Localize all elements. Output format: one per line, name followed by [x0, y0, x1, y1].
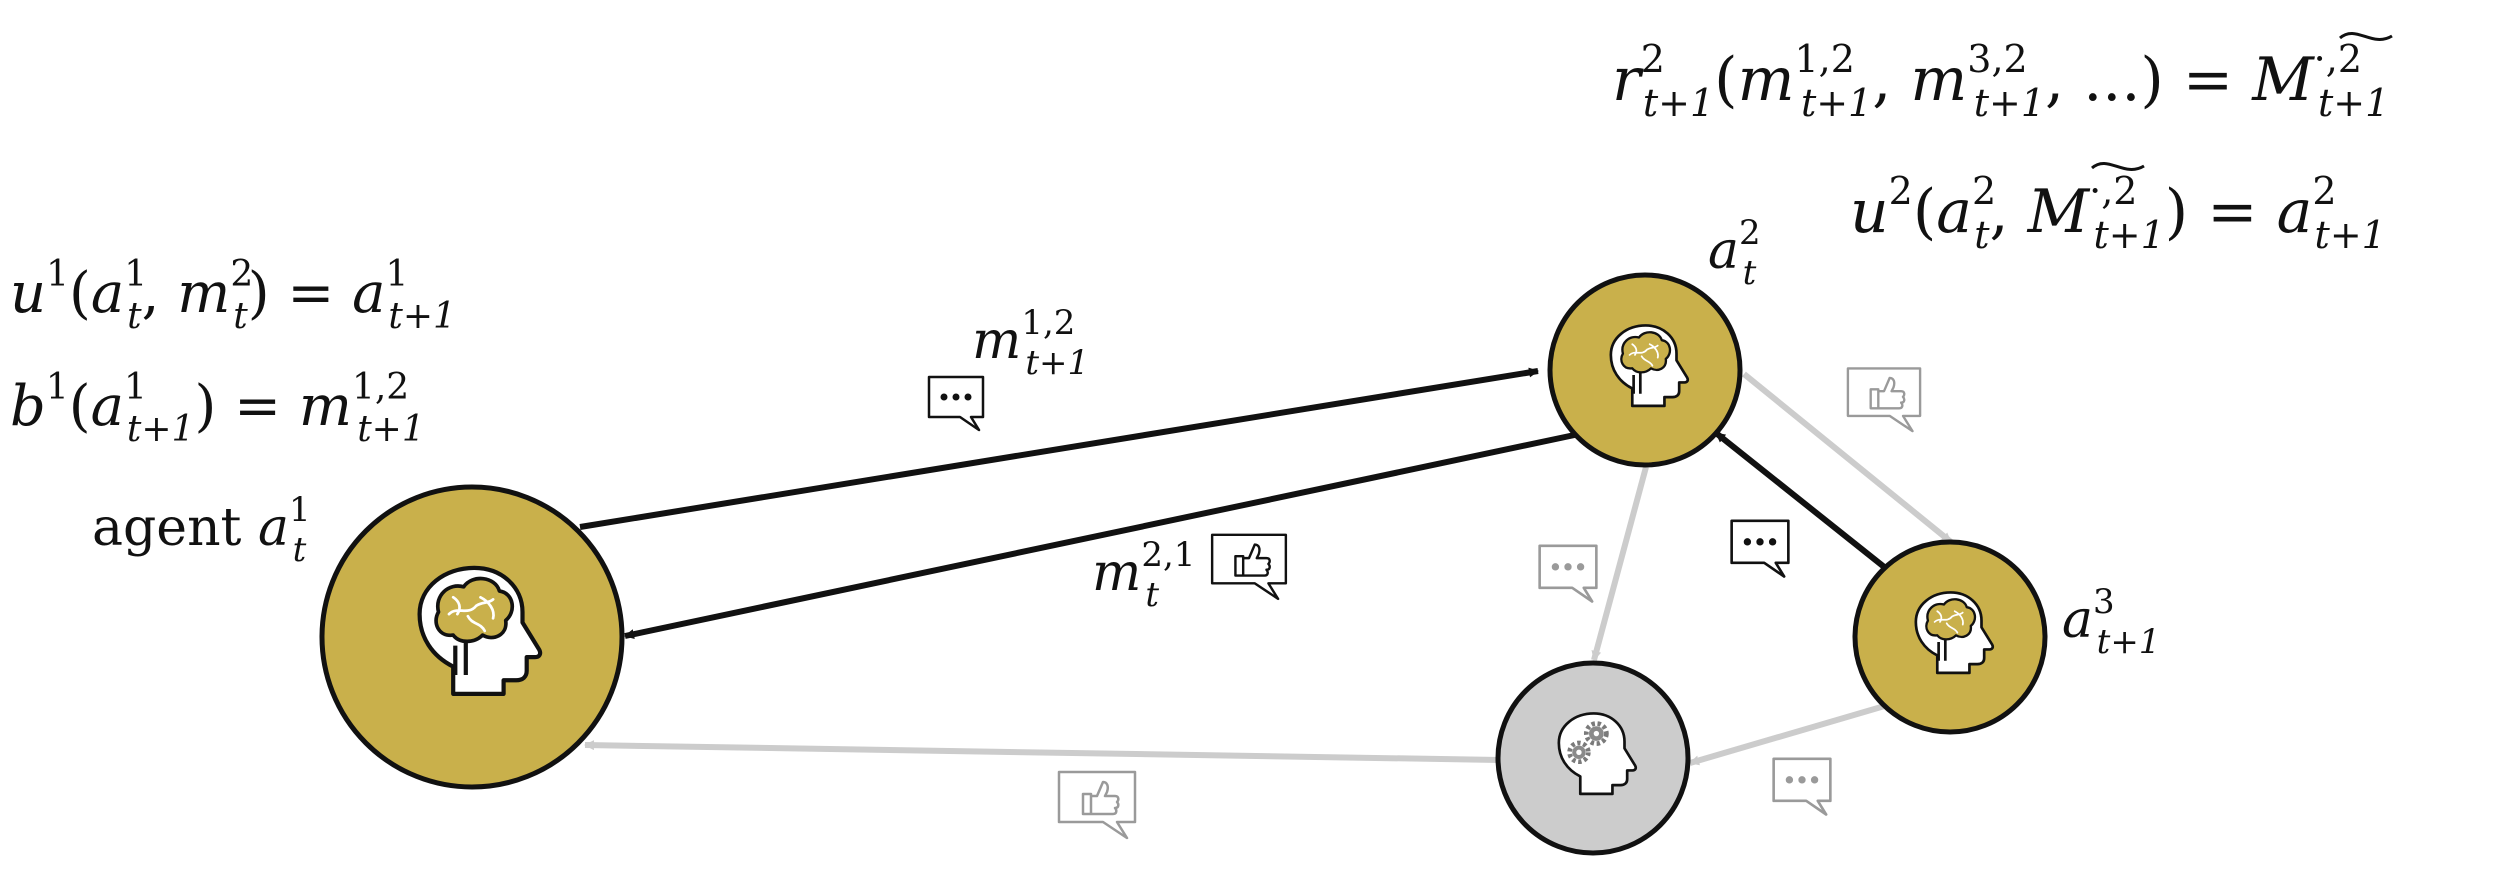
- edge-gear-agent-to-agent1: [584, 740, 1501, 763]
- tilde-accent: [2091, 161, 2145, 171]
- agent-1-node: [319, 484, 625, 790]
- speech-bubble-thumbs-up-icon: [1057, 770, 1137, 840]
- edge-agent3-to-agent2: [1714, 430, 1890, 573]
- speech-bubble-thumbs-up-icon: [1210, 533, 1288, 601]
- edge-agent2-to-agent3: [1742, 371, 1953, 545]
- tilde-accent: [2339, 31, 2393, 41]
- speech-bubble-dots-icon: [1772, 757, 1832, 816]
- speech-bubble-thumbs-up-icon: [1846, 367, 1922, 433]
- speech-bubble-dots-icon: [1730, 519, 1790, 578]
- gear-agent-node: [1495, 660, 1691, 856]
- edge-agent1-to-agent2: [579, 367, 1539, 530]
- speech-bubble-dots-icon: [927, 375, 985, 432]
- edge-agent3-to-gear-agent: [1689, 702, 1889, 766]
- agent-3-node: [1852, 539, 2048, 735]
- edge-agent2-to-agent1: [624, 430, 1585, 640]
- edge-agent2-to-gear-agent: [1591, 466, 1649, 661]
- agent-2-node: [1547, 272, 1743, 468]
- edges: [579, 367, 1953, 766]
- speech-bubble-dots-icon: [1538, 544, 1598, 603]
